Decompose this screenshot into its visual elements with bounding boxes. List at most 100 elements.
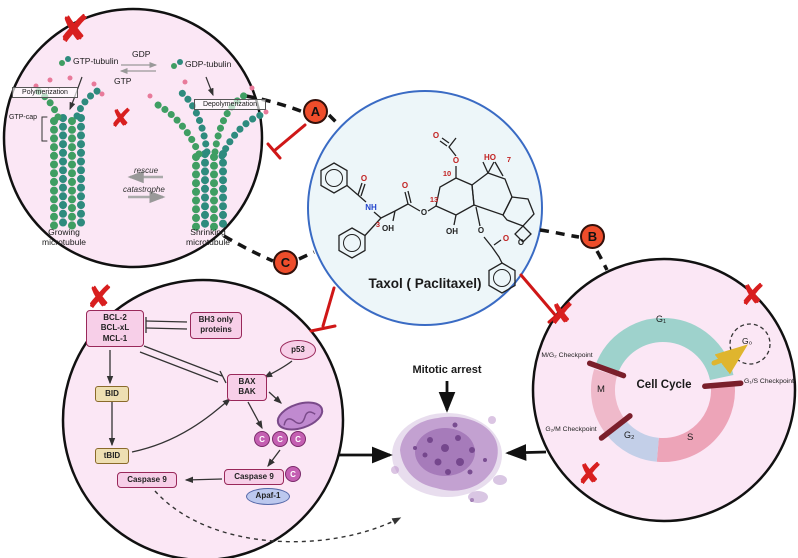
checkpoint-label-g1-s: G₁/S Checkpoint <box>744 378 794 385</box>
gdp-label: GDP <box>132 49 151 59</box>
chain-oh-label: OH <box>382 224 394 233</box>
cytc-to-caspase-arrow <box>267 449 281 468</box>
rescue-label: rescue <box>134 166 159 175</box>
apoptosis-arrows <box>106 317 402 543</box>
dashed-connector-a-to-taxol <box>327 113 340 126</box>
shrinking-microtubule <box>154 86 265 235</box>
mitochondria-icon <box>276 401 324 431</box>
c10-number: 10 <box>443 169 451 178</box>
cell-cycle-ring <box>586 317 771 463</box>
inhibition-line-c-apoptosis <box>321 286 336 328</box>
badge-b: B <box>580 224 605 249</box>
depolymerization-box: Depolymerization <box>194 99 266 110</box>
amide-o-label: O <box>361 174 367 183</box>
growing-microtubule <box>34 86 103 235</box>
checkpoint-label-m-g2: M/G₂ Checkpoint <box>541 352 593 359</box>
taxol-atom-labels: O NH 3 OH O O 13 10 O O HO 7 OH O O O <box>361 131 524 247</box>
caspase9-box-right: Caspase 9 <box>224 469 284 486</box>
oxetane-ring <box>514 225 532 243</box>
inhibition-x-microtubule-top: ✘ <box>58 7 90 51</box>
dashed-connector-microtubule-to-c <box>223 234 274 263</box>
catastrophe-label: catastrophe <box>123 185 165 194</box>
bh3-line1: BH3 only <box>198 315 234 324</box>
gdp-tubulin-icon <box>171 59 183 69</box>
benzoate-o: O <box>478 226 484 235</box>
badge-c: C <box>273 250 298 275</box>
p53-to-bax-arrow <box>263 360 293 378</box>
phase-g2-label: G₂ <box>624 430 635 440</box>
bclxl-label: BCL-xL <box>100 323 130 333</box>
cell-cycle-circle <box>531 257 797 523</box>
bid-box: BID <box>95 386 129 403</box>
g0-entry-arrow <box>711 344 748 375</box>
cytochrome-c-4: C <box>285 466 301 482</box>
phase-g1-label: G₁ <box>656 314 667 324</box>
central-oh-label: OH <box>446 227 458 236</box>
acetoxy-carbonyl-o: O <box>433 131 439 140</box>
badge-a: A <box>303 99 328 124</box>
m-arc <box>590 368 626 435</box>
p53-oval: p53 <box>280 340 316 360</box>
inhibition-x-apoptosis: ✘ <box>86 278 113 316</box>
polymerization-box: Polymerization <box>12 87 78 98</box>
cytochrome-c-2: C <box>272 431 288 447</box>
dashed-connector-taxol-to-b <box>539 228 580 239</box>
s-arc <box>656 383 736 463</box>
bh3-inhibits-bcl-lines <box>145 320 188 330</box>
inhibition-x-cellcycle-left: ✘ <box>549 297 575 332</box>
bcl-inhibits-bax-tbar <box>219 370 227 384</box>
c3-number: 3 <box>376 220 380 229</box>
dashed-connectors <box>223 94 609 271</box>
tbid-box: tBID <box>95 448 129 465</box>
gdp-tubulin-label: GDP-tubulin <box>185 59 232 69</box>
gtp-tubulin-icon <box>59 56 71 66</box>
inhibition-x-microtubule-mid: ✘ <box>110 104 132 134</box>
dashed-connector-c-to-taxol <box>298 250 315 261</box>
phase-s-label: S <box>687 432 694 443</box>
bcl-box: BCL-2 BCL-xL MCL-1 <box>86 310 144 348</box>
bh3-box: BH3 only proteins <box>190 312 242 339</box>
c7-number: 7 <box>507 155 511 164</box>
growing-microtubule-label: Growing microtubule <box>42 227 86 247</box>
mcl1-label: MCL-1 <box>102 333 128 343</box>
gtp-cap-bracket <box>41 116 48 142</box>
gtp-tubulin-label: GTP-tubulin <box>73 56 119 66</box>
inhibition-line-a-microtubule <box>272 123 307 153</box>
apaf1-oval: Apaf-1 <box>246 488 290 505</box>
caspase-to-cell-dashed-arrow <box>154 490 402 543</box>
checkpoint-bar-g2-m <box>598 413 633 441</box>
phase-g0-label: G₀ <box>742 336 753 346</box>
dashed-connector-b-to-cellcycle <box>595 250 609 271</box>
benzene-ring-1 <box>320 162 348 194</box>
mitotic-cell-blob <box>391 413 507 503</box>
g2-arc <box>606 419 660 462</box>
caspase9-box-left: Caspase 9 <box>117 472 177 489</box>
taxol-structure <box>320 137 535 294</box>
checkpoint-label-g2-m: G₂/M Checkpoint <box>545 426 597 433</box>
benzoate-carbonyl-o: O <box>503 234 509 243</box>
mitotic-arrest-label: Mitotic arrest <box>412 364 482 376</box>
taxol-circle <box>307 90 543 326</box>
gtp-cap-label: GTP-cap <box>8 114 37 121</box>
ester-carbonyl-o: O <box>402 181 408 190</box>
checkpoint-bar-m-g2 <box>586 360 627 379</box>
apoptosome-to-caspase9-arrow <box>184 476 223 484</box>
nh-label: NH <box>365 203 377 212</box>
tbid-to-bax-arrow <box>131 398 231 453</box>
inhibition-line-b-cellcycle <box>519 273 558 318</box>
free-tubulin-dots <box>33 75 269 115</box>
cytochrome-c-3: C <box>290 431 306 447</box>
bax-to-mitochondria-arrow <box>268 391 282 404</box>
bcl2-label: BCL-2 <box>103 313 127 322</box>
checkpoint-bar-g1-s <box>702 380 744 390</box>
oxetane-o: O <box>518 238 524 247</box>
gtp-label: GTP <box>114 76 132 86</box>
dashed-connector-microtubule-to-a <box>245 94 304 114</box>
bak-label: BAK <box>238 387 256 397</box>
bcl-inhibits-bax-lines <box>139 345 223 383</box>
inhibition-tbar-c <box>309 324 337 333</box>
phase-m-label: M <box>597 384 605 395</box>
inhibition-x-cellcycle-bottom: ✘ <box>577 457 603 492</box>
cell-cycle-title: Cell Cycle <box>636 379 692 391</box>
